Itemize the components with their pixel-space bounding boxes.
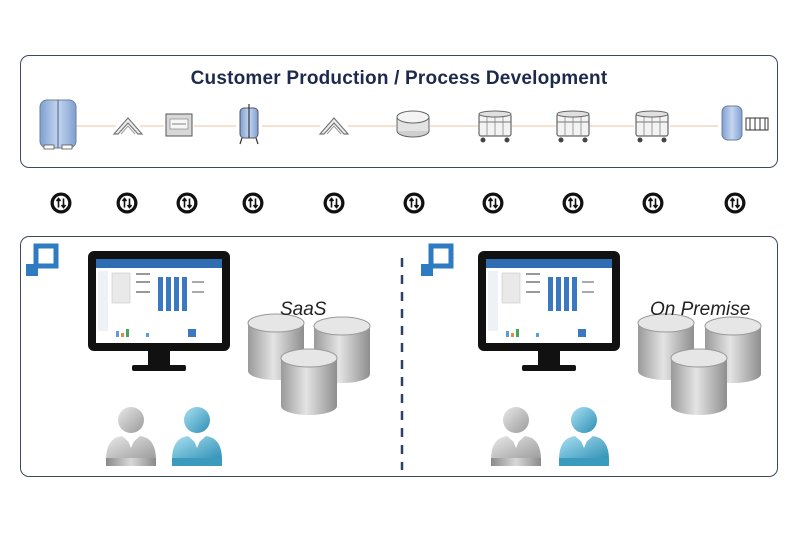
user-icon <box>559 407 609 466</box>
cart-icon <box>635 110 669 144</box>
cart-icon <box>478 110 512 144</box>
filter-icon <box>319 117 349 135</box>
user-icon <box>491 407 541 466</box>
process-title: Customer Production / Process Developmen… <box>190 68 608 89</box>
bioreactor-tank-icon <box>39 99 77 150</box>
monitor-icon <box>87 250 231 372</box>
sync-icon <box>49 191 73 215</box>
cart-icon <box>556 110 590 144</box>
sync-icon <box>641 191 665 215</box>
database-icon <box>670 348 728 416</box>
sync-icon <box>115 191 139 215</box>
sync-icon <box>561 191 585 215</box>
sync-icon <box>723 191 747 215</box>
sync-icon <box>241 191 265 215</box>
monitor-icon <box>477 250 621 372</box>
user-icon <box>106 407 156 466</box>
user-icon <box>172 407 222 466</box>
sync-icon <box>481 191 505 215</box>
sync-icon <box>402 191 426 215</box>
saas-label: SaaS <box>280 299 327 320</box>
storage-tank-icon <box>721 105 769 141</box>
company-logo-icon <box>26 246 56 276</box>
sync-icon <box>175 191 199 215</box>
on-premise-label: On Premise <box>650 299 751 320</box>
sync-icon <box>322 191 346 215</box>
filter-icon <box>113 117 143 135</box>
database-icon <box>280 348 338 416</box>
controller-icon <box>165 113 193 137</box>
chromatography-column-icon <box>396 110 430 138</box>
small-bioreactor-icon <box>239 104 259 145</box>
company-logo-icon <box>421 246 451 276</box>
